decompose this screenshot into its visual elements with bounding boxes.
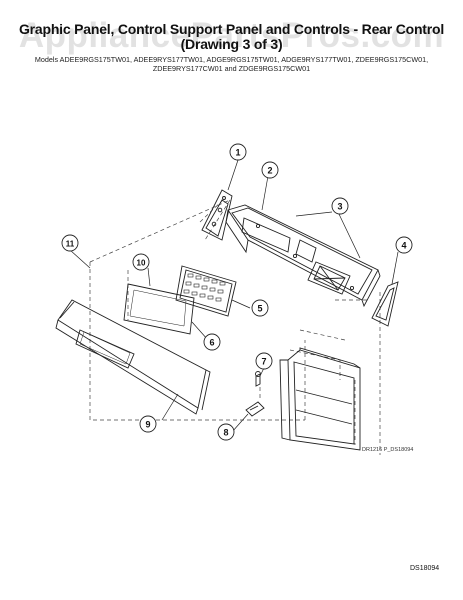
- callout-4: [395, 236, 413, 254]
- callout-5: [251, 299, 269, 317]
- callout-6: [203, 333, 221, 351]
- callout-label-11: 11: [66, 240, 75, 249]
- callout-label-5: 5: [257, 304, 262, 314]
- callout-7: [255, 352, 273, 370]
- callout-leaders: [69, 159, 399, 433]
- model-list: Models ADEE9RGS175TW01, ADEE9RYS177TW01,…: [0, 55, 463, 73]
- control-board-keys: [183, 273, 226, 302]
- callout-label-4: 4: [401, 241, 406, 251]
- callout-label-6: 6: [209, 338, 214, 348]
- assembly-guide-lines: [89, 197, 381, 455]
- part-display-window: [123, 283, 195, 335]
- callout-label-1: 1: [235, 148, 240, 158]
- drawing-code: DR1216 P_DS18094: [362, 447, 414, 453]
- callout-labels: 1 2 3 4 5 6 7 8 9 10 11: [66, 148, 407, 438]
- part-graphic-panel: [55, 299, 211, 415]
- models-line-1: Models ADEE9RGS175TW01, ADEE9RYS177TW01,…: [34, 55, 429, 64]
- callout-label-10: 10: [137, 259, 146, 268]
- part-clip: [245, 401, 265, 417]
- watermark: AppliancePartsPros.com: [18, 16, 445, 55]
- part-control-support-panel: [225, 204, 381, 308]
- callout-2: [261, 161, 279, 179]
- title-line-2: (Drawing 3 of 3): [180, 36, 283, 52]
- part-side-bracket: [371, 281, 399, 327]
- document-id: DS18094: [410, 565, 440, 572]
- part-control-board: [175, 265, 237, 317]
- callout-label-2: 2: [267, 166, 272, 176]
- callout-label-9: 9: [145, 420, 150, 430]
- callout-label-3: 3: [337, 202, 342, 212]
- callout-1: [229, 143, 247, 161]
- cabinet-frame: [279, 347, 361, 451]
- callout-9: [139, 415, 157, 433]
- callout-8: [217, 423, 235, 441]
- callout-10: [132, 253, 150, 271]
- callout-label-7: 7: [261, 357, 266, 367]
- models-line-2: ZDEE9RYS177CW01 and ZDGE9RGS175CW01: [152, 64, 311, 73]
- callout-11: [61, 234, 79, 252]
- title-line-1: Graphic Panel, Control Support Panel and…: [18, 21, 445, 37]
- callout-label-8: 8: [223, 428, 228, 438]
- part-bracket: [201, 189, 233, 241]
- part-screw: [255, 371, 261, 387]
- callout-3: [331, 197, 349, 215]
- page-title: Graphic Panel, Control Support Panel and…: [0, 22, 463, 52]
- callout-circles: [61, 143, 413, 441]
